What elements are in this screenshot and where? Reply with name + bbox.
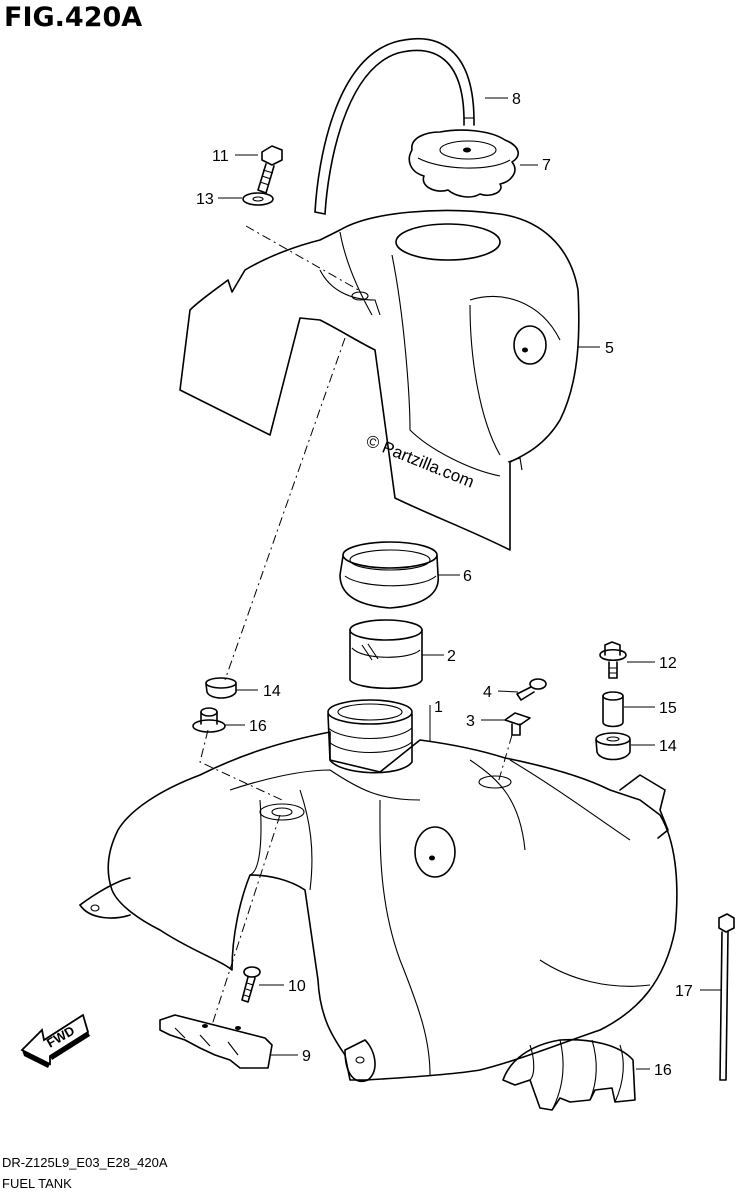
callout-9: 9: [302, 1048, 311, 1065]
callout-17: 16: [654, 1062, 672, 1079]
figure-title: FIG.420A: [4, 2, 143, 33]
callout-3: 3: [466, 713, 475, 730]
callout-7: 7: [542, 157, 551, 174]
callout-10: 10: [288, 978, 306, 995]
part-1-fuel-tank: [79, 699, 678, 1082]
callout-16: 15: [659, 700, 677, 717]
callout-2: 2: [447, 648, 456, 665]
part-3-fitting: [504, 712, 531, 736]
part-2-filler-sleeve: [349, 619, 423, 690]
part-18-cable-tie: [718, 913, 735, 1081]
part-14-grommet-left: [205, 677, 237, 699]
callout-15: 16: [249, 718, 267, 735]
callout-13: 13: [196, 191, 214, 208]
part-15-mount-collar: [192, 707, 226, 733]
callout-14-right: 14: [659, 738, 677, 755]
callout-11: 11: [212, 148, 229, 165]
diagram-description: FUEL TANK: [2, 1176, 72, 1191]
part-14-grommet-right: [595, 732, 631, 761]
part-6-filler-rubber: [339, 541, 439, 609]
callout-14-left: 14: [263, 683, 281, 700]
fwd-arrow-icon: FWD: [20, 1013, 90, 1068]
part-17-cushion: [502, 1038, 636, 1111]
part-9-bracket: [159, 1014, 273, 1069]
diagram-code: DR-Z125L9_E03_E28_420A: [2, 1155, 168, 1170]
part-11-bolt: [257, 145, 283, 194]
part-12-bolt: [599, 641, 627, 679]
callout-1: 1: [434, 699, 443, 716]
watermark-text: © Partzilla.com: [364, 431, 477, 492]
part-10-bolt: [241, 966, 261, 1003]
part-16-collar: [602, 691, 624, 728]
callout-5: 5: [605, 340, 614, 357]
callout-6: 6: [463, 568, 472, 585]
assembly-guide-lines: [199, 225, 513, 1026]
part-4-screw: [516, 678, 547, 701]
part-8-breather-hose: [314, 38, 475, 215]
callout-8: 8: [512, 91, 521, 108]
callout-18: 17: [675, 983, 693, 1000]
part-13-washer: [242, 192, 274, 206]
part-7-fuel-cap: [408, 129, 519, 198]
part-5-tank-cover: [179, 209, 580, 551]
callout-4: 4: [483, 684, 492, 701]
callout-12: 12: [659, 655, 677, 672]
